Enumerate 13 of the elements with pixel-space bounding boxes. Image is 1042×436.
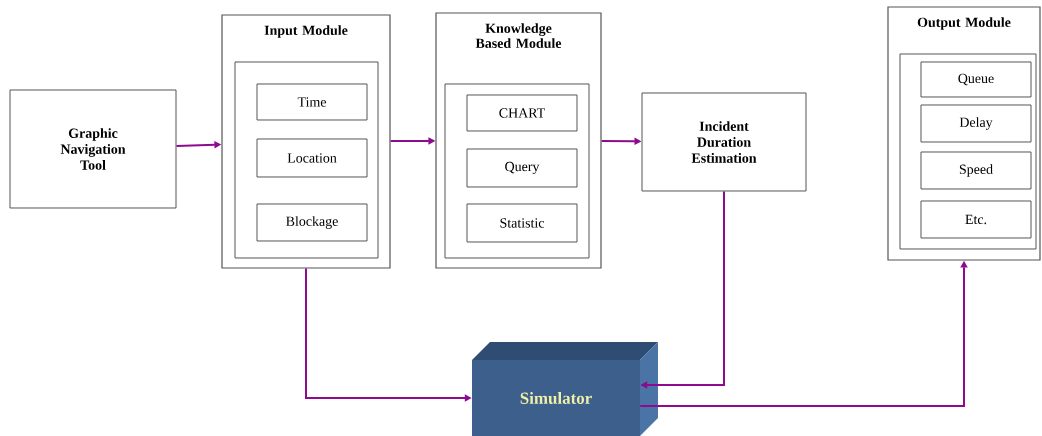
item-box: Blockage	[256, 203, 368, 242]
item-box: Statistic	[466, 203, 578, 243]
process-box: Incident Duration Estimation	[641, 92, 807, 192]
item-box: Delay	[920, 104, 1032, 143]
item-box: Queue	[920, 61, 1032, 98]
item-box: Time	[256, 83, 368, 121]
item-box: Etc.	[920, 200, 1032, 239]
item-box: Speed	[920, 151, 1032, 190]
item-box: CHART	[466, 94, 578, 132]
process-box: Graphic Navigation Tool	[9, 89, 177, 209]
item-box: Location	[256, 138, 368, 178]
item-box: Query	[466, 148, 578, 188]
simulator-block: Simulator	[472, 342, 658, 436]
